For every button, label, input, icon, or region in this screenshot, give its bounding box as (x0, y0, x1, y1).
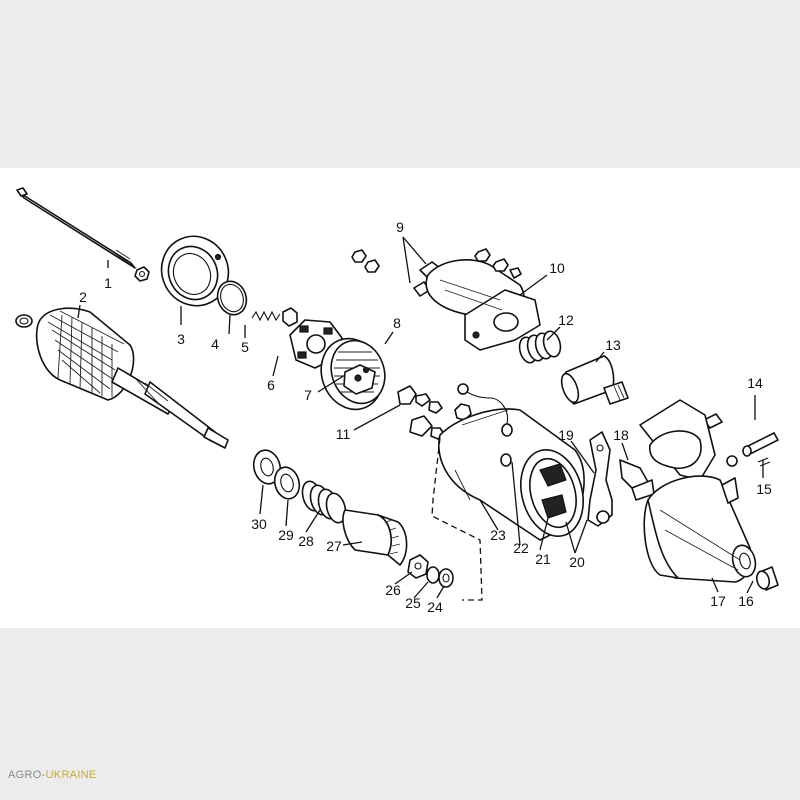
callout-2: 2 (79, 289, 87, 305)
part-19-shift-lever (587, 431, 613, 527)
callout-28: 28 (298, 533, 314, 549)
part-24-26-nut-washers (407, 554, 454, 588)
callout-16: 16 (738, 593, 754, 609)
part-18-lever-block (619, 459, 655, 501)
leader-lines (77, 236, 764, 599)
watermark-prefix: AGRO- (8, 769, 46, 781)
watermark-suffix: UKRAINE (45, 769, 97, 781)
part-5-spring (251, 307, 298, 327)
callout-5: 5 (241, 339, 249, 355)
part-16-bushing (755, 566, 779, 591)
callout-25: 25 (405, 595, 421, 611)
part-13-plunger (560, 355, 629, 405)
callout-22: 22 (513, 540, 529, 556)
callout-12: 12 (558, 312, 574, 328)
callout-26: 26 (385, 582, 401, 598)
assembly-guide-lines (431, 437, 483, 601)
part-27-drive-pinion (342, 509, 408, 566)
watermark-logo: AGRO-UKRAINE (8, 769, 97, 781)
part-9-10-solenoid (351, 248, 541, 351)
callout-15: 15 (756, 481, 772, 497)
callout-17: 17 (710, 593, 726, 609)
callout-21: 21 (535, 551, 551, 567)
callout-8: 8 (393, 315, 401, 331)
callout-3: 3 (177, 331, 185, 347)
callout-24: 24 (427, 599, 443, 615)
part-14-15-pin (703, 413, 779, 467)
callout-29: 29 (278, 527, 294, 543)
part-29-30-washers (252, 449, 301, 500)
callout-labels: 1 2 3 4 5 6 7 8 9 10 12 13 11 14 15 16 1… (79, 219, 772, 615)
callout-11: 11 (336, 426, 351, 442)
callout-7: 7 (304, 387, 312, 403)
callout-10: 10 (549, 260, 565, 276)
callout-18: 18 (613, 427, 629, 443)
part-11-brushes (397, 385, 472, 440)
callout-27: 27 (326, 538, 342, 554)
callout-30: 30 (251, 516, 267, 532)
part-21-23-field-frame (438, 383, 585, 541)
callout-23: 23 (490, 527, 506, 543)
callout-4: 4 (211, 336, 219, 352)
part-17-drive-housing (639, 399, 757, 583)
part-28-spring (301, 480, 347, 524)
callout-6: 6 (267, 377, 275, 393)
callout-14: 14 (747, 375, 763, 391)
callout-20: 20 (569, 554, 585, 570)
part-3-end-plate (160, 235, 230, 307)
part-4-ring (216, 280, 248, 316)
callout-1: 1 (104, 275, 112, 291)
part-8-end-frame (320, 337, 386, 411)
callout-9: 9 (396, 219, 404, 235)
part-12-spring (518, 330, 562, 364)
part-1-through-bolt (16, 187, 150, 282)
callout-13: 13 (605, 337, 621, 353)
callout-19: 19 (558, 427, 574, 443)
part-2-armature (15, 307, 229, 449)
